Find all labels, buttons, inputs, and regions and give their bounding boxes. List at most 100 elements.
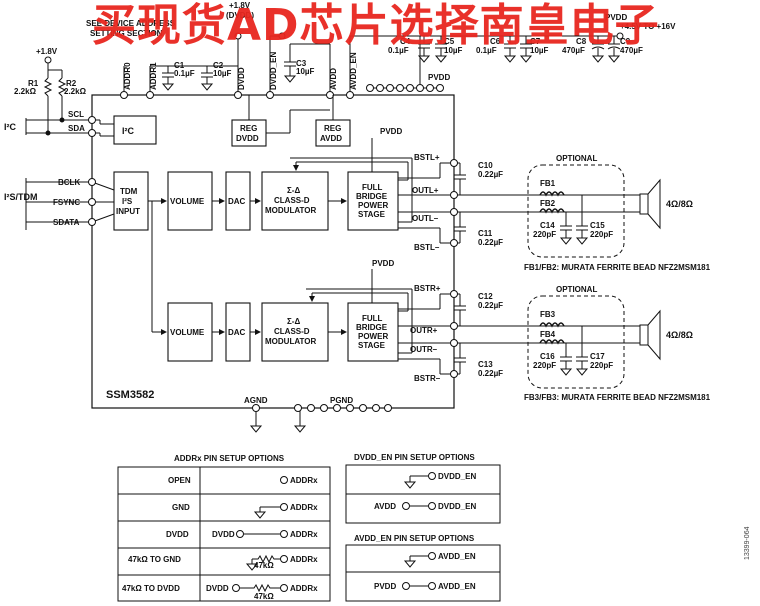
ferrite-note-left: FB1/FB2: MURATA FERRITE BEAD NFZ2MSM181 bbox=[524, 263, 711, 272]
i2c-block bbox=[113, 115, 157, 145]
c9-name: C9 bbox=[620, 37, 631, 46]
dvdd-en-pin-2: DVDD_EN bbox=[438, 502, 476, 511]
bridge-left-l2: BRIDGE bbox=[356, 192, 388, 201]
addr-pin-dvdd: ADDRx bbox=[290, 530, 318, 539]
c3-value: 10µF bbox=[296, 67, 315, 76]
addr-table-title: ADDRx PIN SETUP OPTIONS bbox=[174, 454, 285, 463]
volume-left-block bbox=[167, 171, 213, 231]
tdm-l3: INPUT bbox=[116, 207, 140, 216]
c17-name: C17 bbox=[590, 352, 605, 361]
pvdd-supply-label: PVDD bbox=[605, 13, 627, 22]
avdd-en-src: PVDD bbox=[374, 582, 396, 591]
figure-id: 13399-064 bbox=[744, 526, 751, 560]
mod-left-l1: Σ-Δ bbox=[287, 186, 300, 195]
avdd-en-pin-1: AVDD_EN bbox=[438, 552, 476, 561]
addr-row-dvdd: DVDD bbox=[166, 530, 189, 539]
pin-bstr-minus: BSTR– bbox=[414, 374, 441, 383]
pin-bstl-plus: BSTL+ bbox=[414, 153, 440, 162]
reg-avdd-block bbox=[315, 119, 351, 147]
pin-avdd-en: AVDD_EN bbox=[349, 52, 358, 90]
c3-name: C3 bbox=[296, 59, 307, 68]
dac-left-label: DAC bbox=[228, 197, 246, 206]
c6-name: C6 bbox=[490, 37, 501, 46]
pvdd-right-bridge: PVDD bbox=[372, 259, 394, 268]
optional-left: OPTIONAL bbox=[556, 154, 597, 163]
mod-right-l2: CLASS-D bbox=[274, 327, 310, 336]
addr-dvdd-src: DVDD bbox=[212, 530, 235, 539]
avdd-en-setup-table bbox=[345, 544, 501, 602]
addr-row-open: OPEN bbox=[168, 476, 191, 485]
c13-name: C13 bbox=[478, 360, 493, 369]
pin-agnd: AGND bbox=[244, 396, 268, 405]
pin-fsync: FSYNC bbox=[53, 198, 80, 207]
c13-value: 0.22µF bbox=[478, 369, 503, 378]
pin-dvdd: DVDD bbox=[237, 67, 246, 90]
pin-addr0: ADDR0 bbox=[123, 62, 132, 90]
addr-note-line2: SETTING SECTION bbox=[90, 29, 163, 38]
pin-bstl-minus: BSTL– bbox=[414, 243, 440, 252]
reg-avdd-l1: REG bbox=[324, 124, 341, 133]
chip-name: SSM3582 bbox=[106, 389, 154, 401]
optional-right: OPTIONAL bbox=[556, 285, 597, 294]
pin-pgnd: PGND bbox=[330, 396, 353, 405]
pin-scl: SCL bbox=[68, 110, 84, 119]
pin-avdd: AVDD bbox=[329, 68, 338, 90]
r1-name: R1 bbox=[28, 79, 39, 88]
pin-addr1: ADDR1 bbox=[149, 62, 158, 90]
reg-dvdd-l2: DVDD bbox=[236, 134, 259, 143]
avdd-en-pin-2: AVDD_EN bbox=[438, 582, 476, 591]
c10-value: 0.22µF bbox=[478, 170, 503, 179]
bridge-right-l1: FULL bbox=[362, 314, 383, 323]
i2c-block-label: I²C bbox=[122, 126, 134, 136]
c7-value: 10µF bbox=[530, 46, 549, 55]
addr-pin-47k-gnd: ADDRx bbox=[290, 555, 318, 564]
i2s-bus-label: I²S/TDM bbox=[4, 192, 38, 202]
bridge-left-l3: POWER bbox=[358, 201, 388, 210]
volume-right-label: VOLUME bbox=[170, 328, 205, 337]
r2-value: 2.2kΩ bbox=[64, 87, 87, 96]
dvdd-en-pin-1: DVDD_EN bbox=[438, 472, 476, 481]
pin-sda: SDA bbox=[68, 124, 85, 133]
addr-pin-47k-dvdd: ADDRx bbox=[290, 584, 318, 593]
addr-setup-table bbox=[117, 466, 331, 602]
c11-name: C11 bbox=[478, 229, 493, 238]
bridge-left-l4: STAGE bbox=[358, 210, 386, 219]
addr-pin-gnd: ADDRx bbox=[290, 503, 318, 512]
addr-row-47k-gnd: 47kΩ TO GND bbox=[128, 555, 181, 564]
speaker-right-load: 4Ω/8Ω bbox=[666, 330, 693, 340]
pin-dvdd-en: DVDD_EN bbox=[269, 52, 278, 90]
c15-value: 220pF bbox=[590, 230, 613, 239]
c14-value: 220pF bbox=[533, 230, 556, 239]
c5-name: C5 bbox=[444, 37, 455, 46]
mod-right-l1: Σ-Δ bbox=[287, 317, 300, 326]
tdm-input-block bbox=[113, 171, 149, 231]
dvdd-en-setup-table bbox=[345, 464, 501, 524]
pin-sdata: SDATA bbox=[53, 218, 80, 227]
pin-outl-plus: OUTL+ bbox=[412, 186, 439, 195]
mod-left-l3: MODULATOR bbox=[265, 206, 316, 215]
c7-name: C7 bbox=[530, 37, 541, 46]
pin-outl-minus: OUTL– bbox=[412, 214, 439, 223]
c4-name: C4 bbox=[400, 37, 411, 46]
c5-value: 10µF bbox=[444, 46, 463, 55]
volume-right-block bbox=[167, 302, 213, 362]
c1-name: C1 bbox=[174, 61, 185, 70]
pvdd-pin-label: PVDD bbox=[428, 73, 450, 82]
bridge-right-l3: POWER bbox=[358, 332, 388, 341]
bridge-left-l1: FULL bbox=[362, 183, 383, 192]
volume-left-label: VOLUME bbox=[170, 197, 205, 206]
c17-value: 220pF bbox=[590, 361, 613, 370]
r2-name: R2 bbox=[66, 79, 77, 88]
addr-note-line1: SEE DEVICE ADDRESS bbox=[86, 19, 176, 28]
pvdd-left-bridge: PVDD bbox=[380, 127, 402, 136]
addr-res-gnd: 47kΩ bbox=[254, 561, 274, 570]
pin-bstr-plus: BSTR+ bbox=[414, 284, 441, 293]
pin-bclk: BCLK bbox=[58, 178, 80, 187]
speaker-left-load: 4Ω/8Ω bbox=[666, 199, 693, 209]
addr-row-47k-dvdd: 47kΩ TO DVDD bbox=[122, 584, 180, 593]
dvdd-supply-voltage: +1.8V bbox=[229, 1, 251, 10]
c8-value: 470µF bbox=[562, 46, 585, 55]
reg-avdd-l2: AVDD bbox=[320, 134, 342, 143]
c8-name: C8 bbox=[576, 37, 587, 46]
